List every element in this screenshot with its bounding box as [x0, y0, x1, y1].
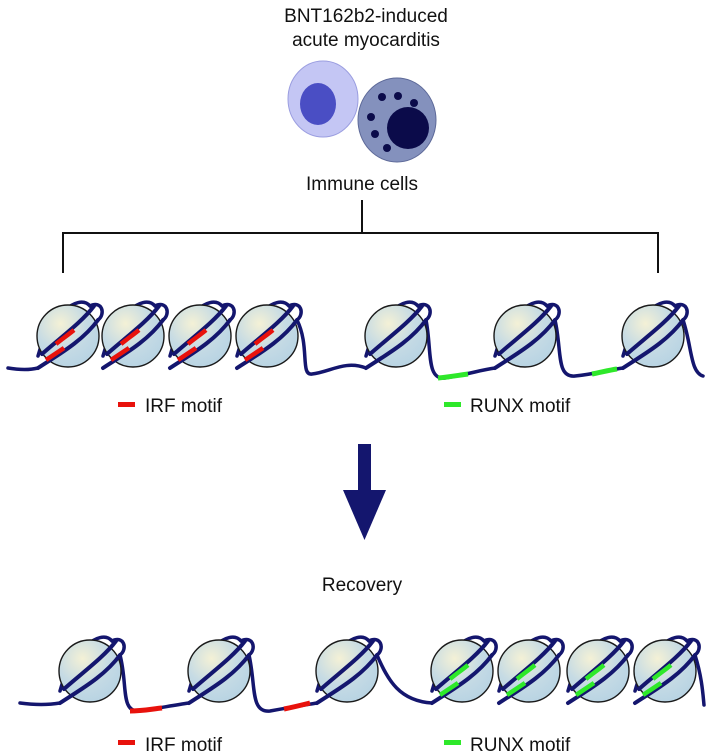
nucleosome-icon	[566, 635, 634, 705]
nucleosome-icon	[187, 635, 255, 705]
runx-motif-segment	[515, 663, 537, 681]
linker-dna	[18, 701, 62, 707]
irf-motif-segment	[253, 328, 275, 346]
runx-motif-segment	[438, 681, 460, 697]
legend-row-1: IRF motif RUNX motif	[118, 396, 571, 417]
chromatin-row-recovery	[18, 635, 706, 714]
nucleosome-icon	[633, 635, 701, 705]
nucleosome-icon	[58, 635, 126, 705]
title-line-1: BNT162b2-induced	[284, 6, 448, 27]
runx-motif-segment	[574, 681, 596, 697]
title-line-2: acute myocarditis	[292, 30, 440, 51]
irf-motif-segment	[109, 346, 131, 362]
irf-legend-label: IRF motif	[145, 396, 223, 417]
linker-dna	[693, 653, 706, 707]
runx-motif-segment	[584, 663, 606, 681]
down-arrow-icon	[343, 444, 386, 540]
runx-legend-label: RUNX motif	[470, 396, 571, 417]
irf-motif-segment	[186, 328, 208, 346]
runx-motif-segment	[448, 663, 470, 681]
branch-bracket	[62, 200, 659, 273]
recovery-label: Recovery	[322, 575, 403, 596]
linker-dna	[118, 653, 191, 714]
runx-motif-segment	[591, 366, 618, 377]
legend-row-2: IRF motif RUNX motif	[118, 735, 571, 755]
irf-motif-segment	[176, 346, 198, 362]
runx-motif-segment	[437, 371, 469, 381]
nucleosome-icon	[168, 300, 236, 370]
runx-motif-segment	[641, 681, 663, 697]
irf-motif-segment	[119, 328, 141, 346]
immune-cells-label: Immune cells	[306, 174, 418, 195]
runx-legend-label: RUNX motif	[470, 735, 571, 755]
nucleosome-icon	[315, 635, 383, 705]
runx-swatch	[444, 740, 461, 745]
nucleosome-icon	[497, 635, 565, 705]
irf-motif-segment	[54, 328, 76, 346]
irf-motif-segment	[283, 700, 311, 712]
linker-dna	[681, 318, 705, 378]
irf-motif-segment	[44, 346, 66, 362]
linker-dna	[295, 318, 368, 376]
runx-motif-segment	[505, 681, 527, 697]
linker-dna	[6, 366, 40, 372]
irf-swatch	[118, 402, 135, 407]
irf-motif-segment	[129, 705, 163, 714]
lymphocyte-icon	[287, 60, 359, 138]
nucleosome-icon	[36, 300, 104, 370]
nucleosome-icon	[621, 300, 689, 370]
granulocyte-icon	[357, 77, 437, 163]
linker-dna	[375, 653, 434, 705]
chromatin-row-myocarditis	[6, 300, 705, 381]
nucleosome-icon	[493, 300, 561, 370]
runx-swatch	[444, 402, 461, 407]
linker-dna	[247, 653, 319, 713]
irf-legend-label: IRF motif	[145, 735, 223, 755]
irf-motif-segment	[243, 346, 265, 362]
linker-dna	[424, 318, 497, 381]
linker-dna	[553, 318, 625, 378]
nucleosome-icon	[364, 300, 432, 370]
irf-swatch	[118, 740, 135, 745]
nucleosome-icon	[101, 300, 169, 370]
nucleosome-icon	[235, 300, 303, 370]
nucleosome-icon	[430, 635, 498, 705]
runx-motif-segment	[651, 663, 673, 681]
